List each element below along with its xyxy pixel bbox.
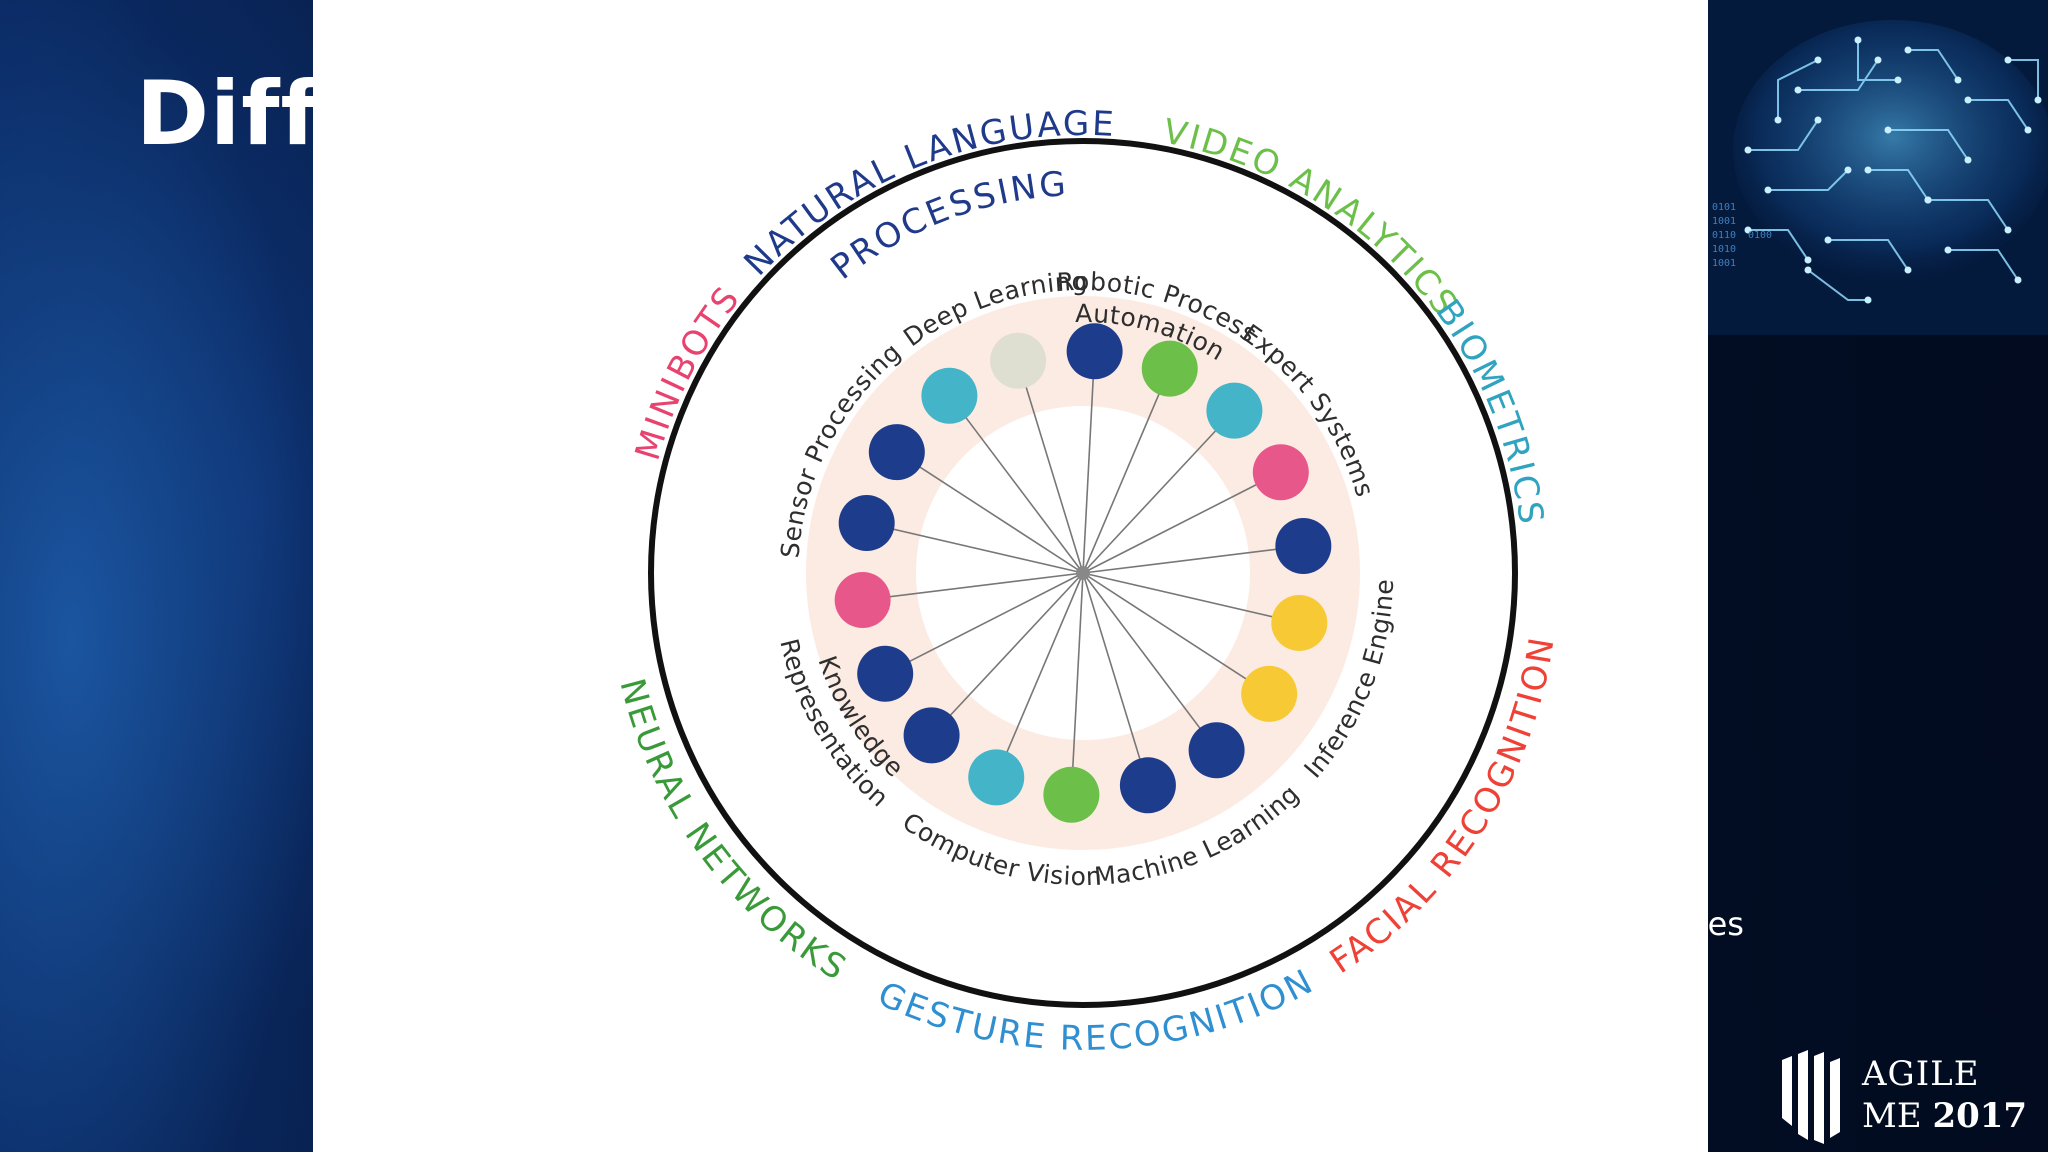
diagram-node bbox=[868, 424, 925, 481]
spoke-line bbox=[1070, 572, 1084, 795]
outer-ring bbox=[648, 138, 1518, 1008]
spokes bbox=[862, 351, 1304, 795]
agile-me-2017-logo: AGILE ME 2017 bbox=[1776, 1048, 2038, 1148]
diagram-node bbox=[903, 707, 960, 764]
slide-title: Diff bbox=[136, 62, 320, 165]
diagram-node bbox=[1043, 766, 1100, 823]
svg-text:1010: 1010 bbox=[1712, 244, 1736, 255]
spoke-line bbox=[948, 395, 1084, 574]
diagram-node bbox=[921, 367, 978, 424]
spoke-line bbox=[884, 572, 1084, 675]
diagram-node bbox=[1141, 340, 1198, 397]
circuit-brain-image: 0101 1001 0110 1010 1001 0100 bbox=[1708, 0, 2048, 335]
diagram-node bbox=[1206, 382, 1263, 439]
spoke-line bbox=[896, 451, 1084, 574]
diagram-node bbox=[1271, 594, 1328, 651]
svg-text:0100: 0100 bbox=[1748, 230, 1772, 241]
spoke-line bbox=[1017, 360, 1084, 574]
spoke-line bbox=[862, 572, 1084, 601]
diagram-node bbox=[1188, 722, 1245, 779]
spoke-line bbox=[1082, 572, 1218, 751]
hub-dot bbox=[1076, 566, 1090, 580]
diagram-node bbox=[857, 645, 914, 702]
diagram-node bbox=[1066, 323, 1123, 380]
spoke-line bbox=[1082, 572, 1270, 695]
diagram-node bbox=[838, 495, 895, 552]
ai-domains-circle-diagram: NATURAL LANGUAGE PROCESSING VIDEO ANALYT… bbox=[313, 0, 1560, 1059]
spoke-line bbox=[1082, 572, 1300, 624]
diagram-node bbox=[1252, 444, 1309, 501]
spoke-line bbox=[1082, 368, 1171, 574]
svg-text:1001: 1001 bbox=[1712, 216, 1736, 227]
logo-text-me-2017: ME 2017 bbox=[1862, 1096, 2028, 1136]
logo-text-agile: AGILE bbox=[1862, 1054, 1980, 1094]
spoke-line bbox=[1082, 545, 1304, 574]
diagram-node bbox=[1119, 757, 1176, 814]
diagram-node bbox=[968, 749, 1025, 806]
agile-logo-mark-icon bbox=[1782, 1050, 1840, 1144]
svg-text:0101: 0101 bbox=[1712, 202, 1736, 213]
diagram-node bbox=[990, 332, 1047, 389]
svg-text:1001: 1001 bbox=[1712, 258, 1736, 269]
label-gesture-recognition: GESTURE RECOGNITION bbox=[872, 961, 1321, 1059]
nodes bbox=[834, 323, 1332, 823]
spoke-line bbox=[1082, 351, 1096, 574]
spoke-line bbox=[866, 522, 1084, 574]
diagram-node bbox=[834, 572, 891, 629]
label-minibots: MINIBOTS bbox=[628, 278, 749, 465]
diagram-node bbox=[1241, 665, 1298, 722]
spoke-line bbox=[931, 572, 1084, 736]
ai-diagram-figure: NATURAL LANGUAGE PROCESSING VIDEO ANALYT… bbox=[313, 0, 1708, 1152]
diagram-node bbox=[1275, 517, 1332, 574]
svg-text:0110: 0110 bbox=[1712, 230, 1736, 241]
spoke-line bbox=[1082, 572, 1149, 786]
label-biometrics: BIOMETRICS bbox=[1427, 293, 1551, 529]
spoke-line bbox=[1082, 471, 1282, 574]
spoke-line bbox=[995, 572, 1084, 778]
spoke-line bbox=[1082, 410, 1235, 574]
